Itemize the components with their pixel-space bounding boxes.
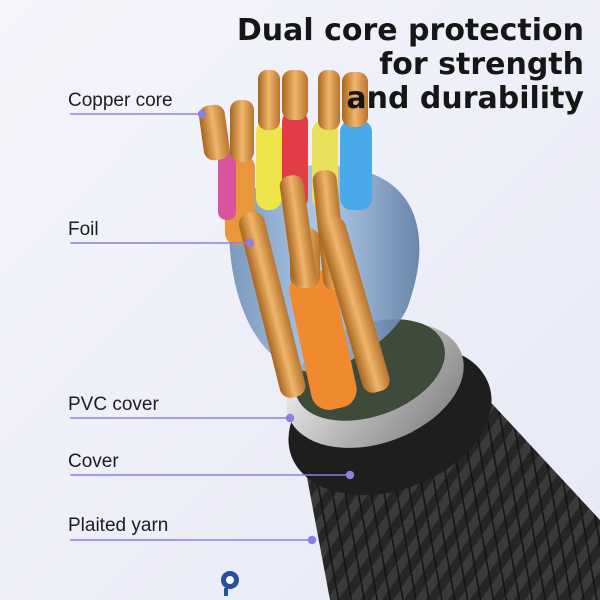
headline-line-2: for strength (379, 47, 584, 82)
pvc-cover-label: PVC cover (68, 394, 159, 415)
foil-label: Foil (68, 219, 99, 240)
headline: Dual core protection for strength and du… (237, 14, 584, 116)
headline-line-3: and durability (346, 81, 584, 116)
headline-line-1: Dual core protection (236, 13, 584, 48)
brand-logo (221, 571, 239, 596)
plaited-yarn-label: Plaited yarn (68, 515, 169, 536)
copper-core-label: Copper core (68, 90, 173, 111)
lower-wires (238, 170, 390, 410)
cover-label: Cover (68, 451, 119, 472)
